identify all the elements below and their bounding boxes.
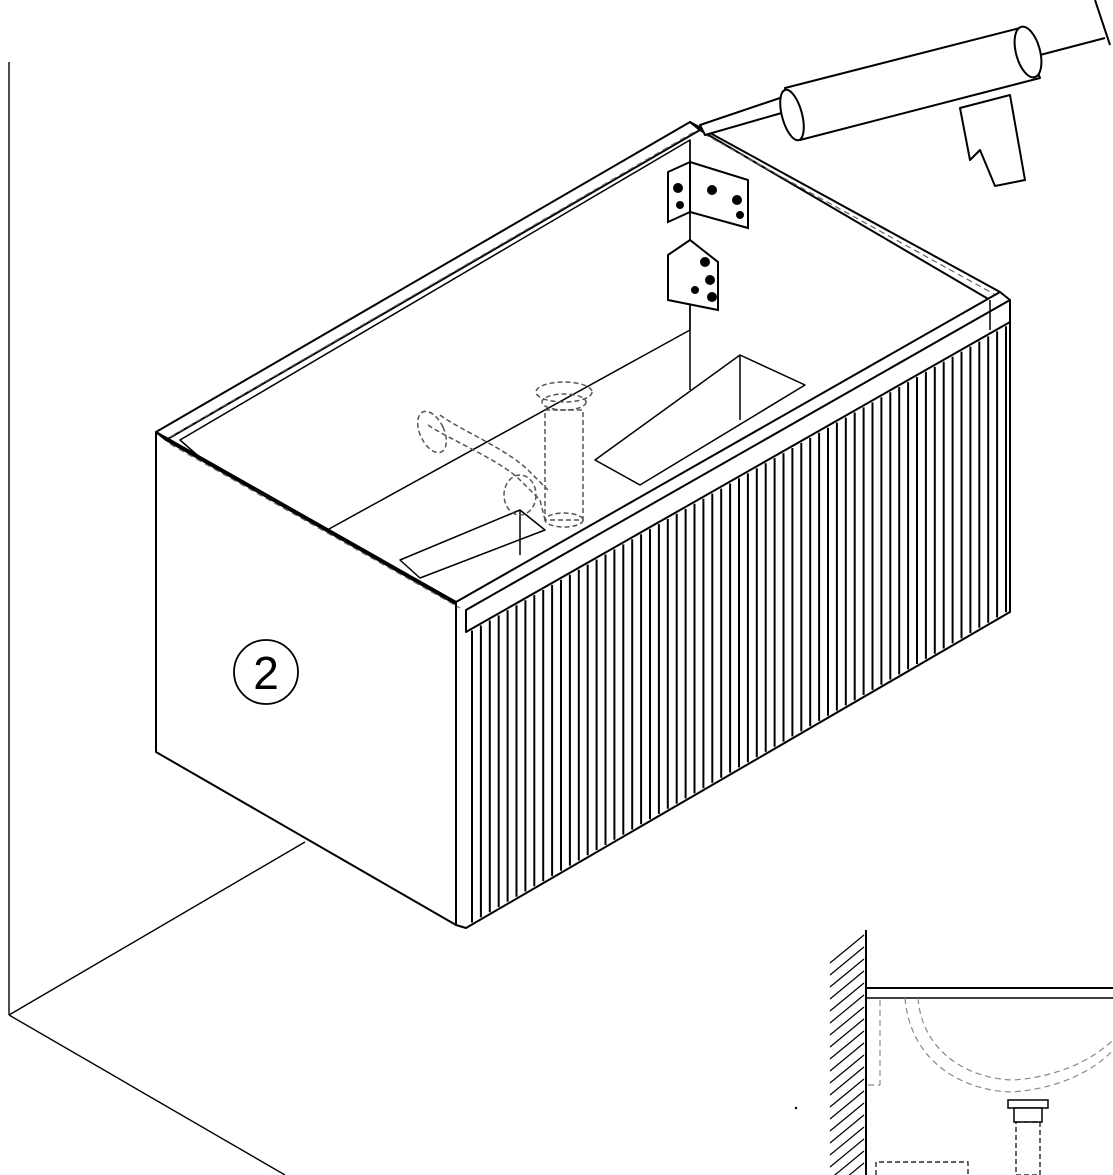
hatch-line (829, 1006, 865, 1036)
hatch-line (833, 1150, 865, 1175)
drain-pipe-icon (416, 381, 593, 528)
wall-corner (8, 62, 306, 1175)
hatch-line (829, 1042, 865, 1072)
section-detail-icon (794, 930, 1113, 1175)
hatch-line (829, 1114, 865, 1144)
hatch-line (829, 1066, 865, 1096)
hatch-line (829, 958, 865, 988)
hatch-line (829, 1102, 865, 1132)
sealant-seam-lines (169, 131, 995, 609)
step-marker: 2 (233, 639, 299, 705)
hatch-line (829, 1018, 865, 1048)
caulk-gun-icon (699, 0, 1111, 187)
hatch-line (829, 1138, 865, 1168)
hatch-line (829, 1126, 865, 1156)
hatch-line (829, 994, 865, 1024)
wall-hatching (829, 934, 865, 1175)
hatch-line (848, 1162, 865, 1175)
hatch-line (829, 1030, 865, 1060)
step-number: 2 (253, 647, 279, 699)
hatch-line (829, 934, 865, 964)
hatch-line (829, 946, 865, 976)
hatch-line (829, 1054, 865, 1084)
hatch-line (829, 1090, 865, 1120)
hatch-line (829, 982, 865, 1012)
hatch-line (829, 1078, 865, 1108)
hatch-line (829, 970, 865, 1000)
fluted-drawer-front-icon (471, 326, 1007, 923)
wall-bracket-icon (667, 160, 749, 312)
